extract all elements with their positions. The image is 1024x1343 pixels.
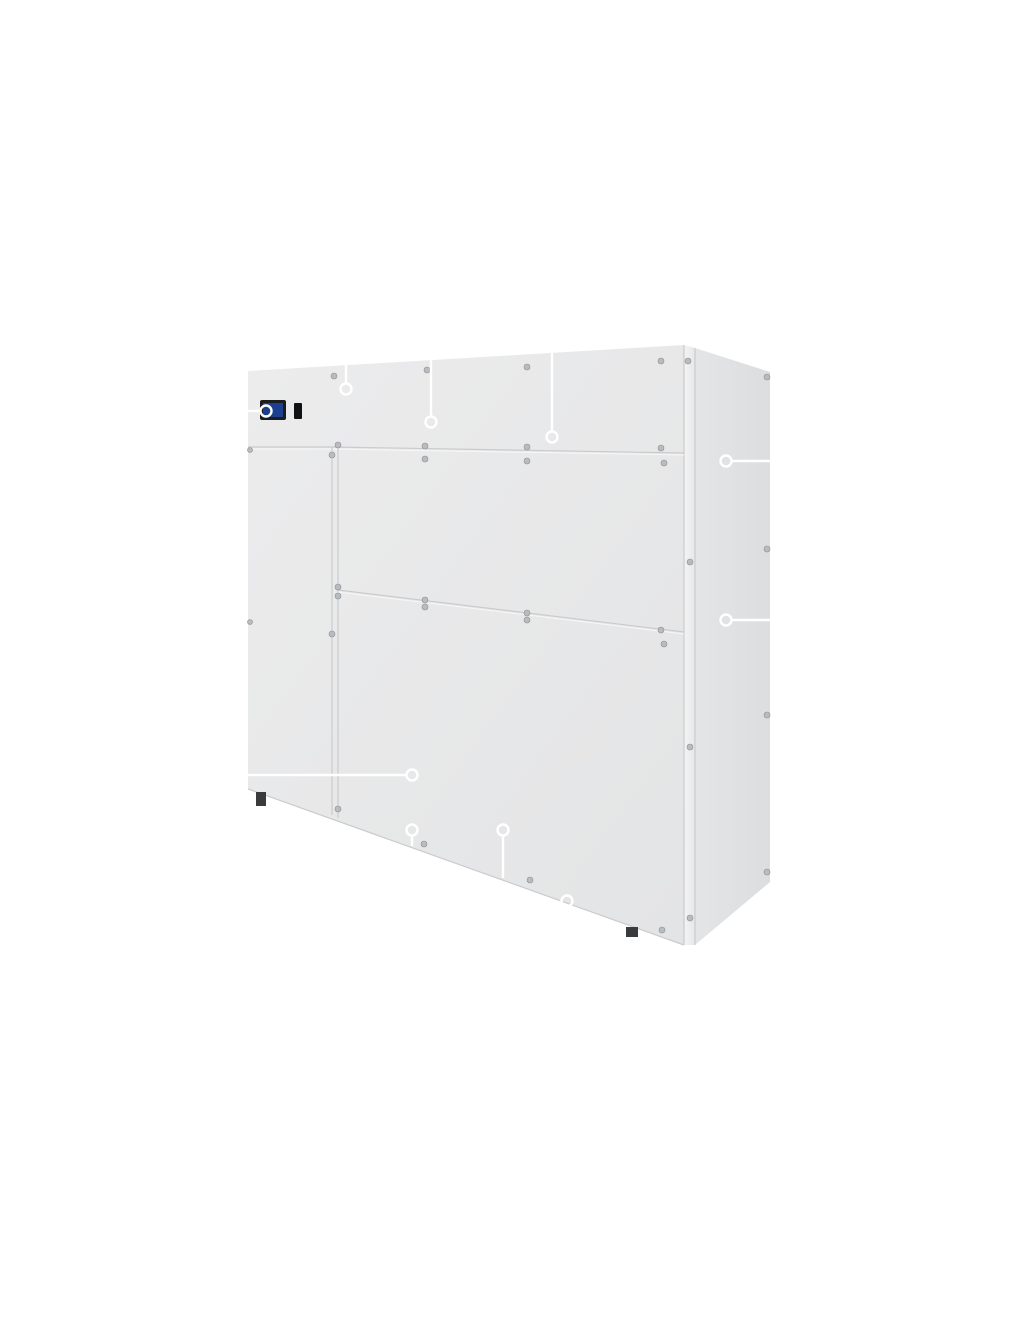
- callout-marker: [339, 382, 353, 396]
- cabinet-side-face: [695, 348, 770, 945]
- callout-marker: [545, 430, 559, 444]
- callout-marker: [259, 404, 273, 418]
- cabinet-corner-post: [684, 345, 695, 945]
- callout-indicators: [248, 352, 770, 908]
- callout-marker: [560, 894, 574, 908]
- callout-marker: [405, 768, 419, 782]
- callout-marker: [719, 454, 733, 468]
- power-switch: [294, 403, 302, 419]
- cabinet-front-face: [248, 345, 684, 945]
- cabinet-foot-left: [256, 792, 266, 806]
- callout-marker: [719, 613, 733, 627]
- cabinet-foot-right: [626, 927, 638, 937]
- callout-marker: [424, 415, 438, 429]
- callout-marker: [405, 823, 419, 837]
- callout-marker: [496, 823, 510, 837]
